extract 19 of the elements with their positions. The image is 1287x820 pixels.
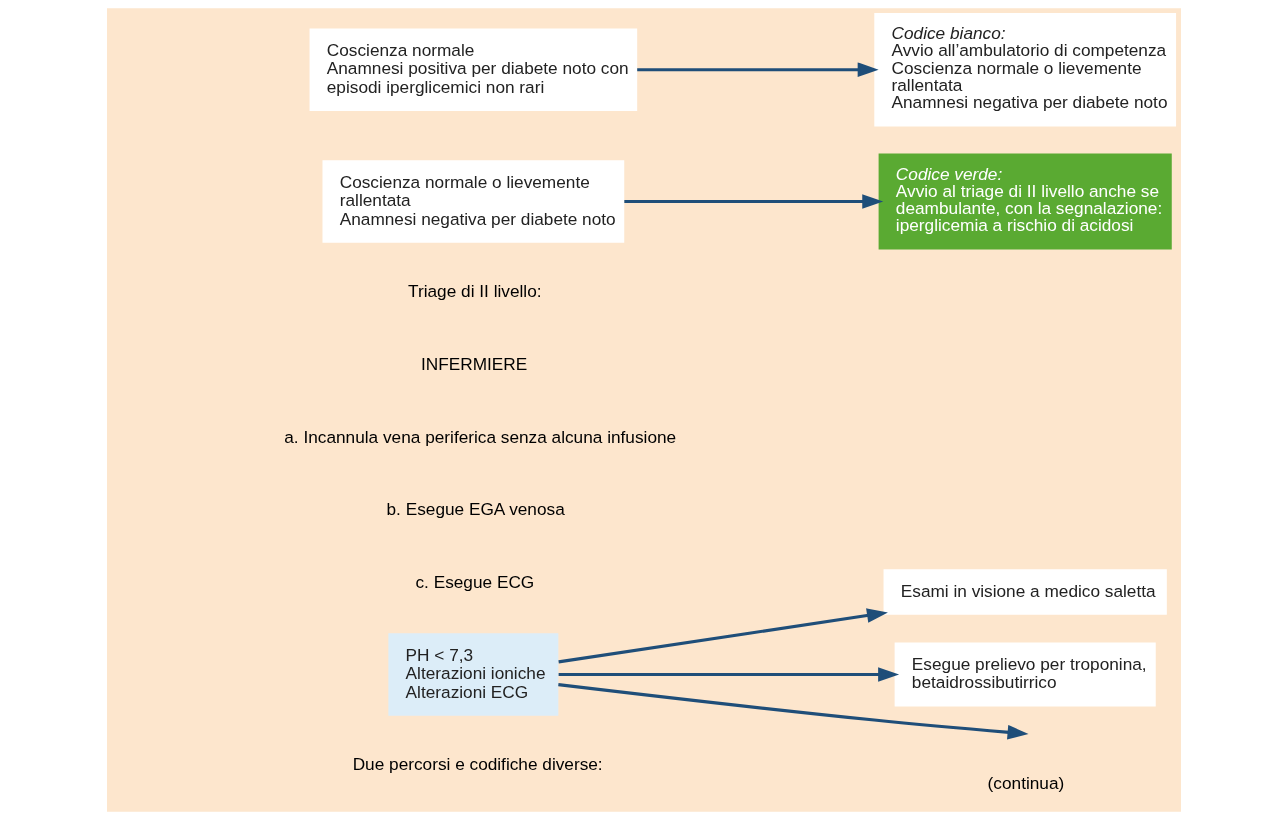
arrow [557, 683, 1029, 740]
node-box: Coscienza normale o lievemente rallentata Anamnesi negativa per diabete noto [322, 160, 624, 243]
node-box: Codice verde: Avvio al triage di II livello anche se deambulante, con la segnalazione: iperglicemia a rischio di acidosi [878, 153, 1172, 250]
node-box: Esegue prelievo per troponina, betaidrossibutirrico [894, 642, 1156, 707]
node-box: Coscienza normale Anamnesi positiva per diabete noto con episodi iperglicemici non rari [309, 28, 637, 111]
label: INFERMIERE [420, 353, 527, 374]
node-box: Esami in visione a medico saletta [883, 569, 1167, 615]
label: Due percorsi e codifiche diverse: [352, 754, 603, 775]
arrow [636, 62, 879, 78]
arrow [557, 608, 888, 664]
arrow [623, 194, 883, 209]
node-box: Codice bianco: Avvio all’ambulatorio di competenza Coscienza normale o lievemente rallentata Anamnesi negativa per diabete noto [873, 13, 1176, 127]
arrow [558, 667, 899, 682]
label: b. Esegue EGA venosa [386, 499, 565, 520]
label: (continua) [987, 772, 1064, 793]
node-box: PH < 7,3 Alterazioni ioniche Alterazioni ECG [387, 633, 558, 716]
label: a. Incannula vena periferica senza alcuna infusione [283, 426, 676, 447]
label: Triage di II livello: [407, 281, 542, 302]
label: c. Esegue ECG [414, 571, 534, 592]
